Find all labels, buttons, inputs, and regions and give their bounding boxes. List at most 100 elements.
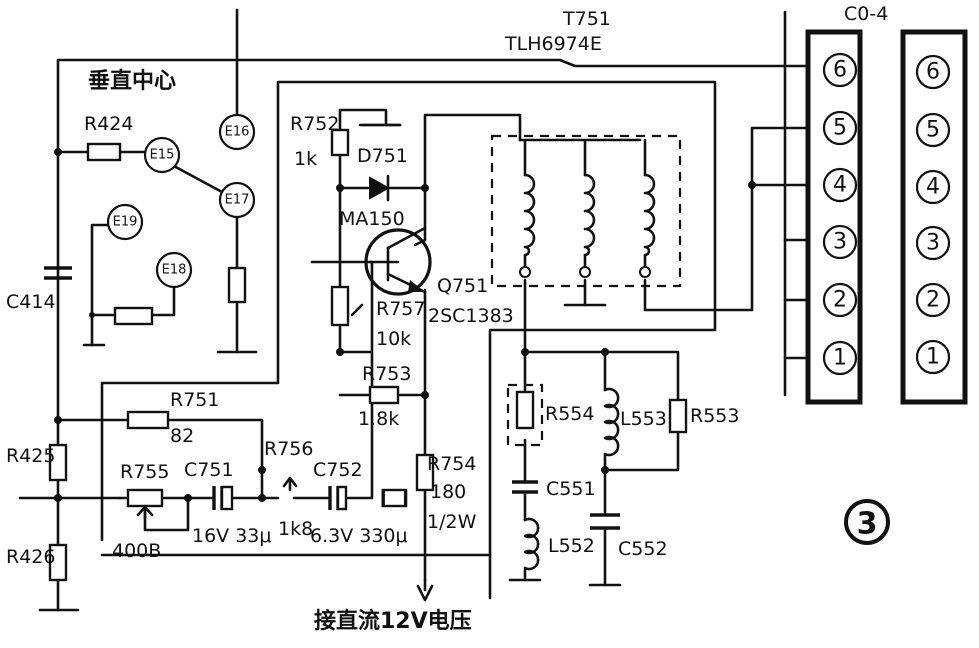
test-point-e16[interactable]: E16 xyxy=(218,113,256,151)
test-point-e17[interactable]: E17 xyxy=(218,181,256,219)
connector-pins-left: 6 5 4 3 2 1 xyxy=(822,52,858,376)
resistor-r753 xyxy=(368,385,400,405)
dashed-boundaries xyxy=(490,134,682,447)
connector-pins-right: 6 5 4 3 2 1 xyxy=(915,54,951,375)
test-point-e18[interactable]: E18 xyxy=(155,251,193,289)
resistor-r752 xyxy=(330,128,350,157)
label-r756: R756 xyxy=(264,438,313,460)
inductor-l552 xyxy=(523,517,540,571)
resistors xyxy=(48,128,688,582)
transformer-ref: T751 xyxy=(562,8,611,30)
inductors xyxy=(523,173,656,571)
label-q751: Q751 xyxy=(437,275,488,297)
svg-text:6: 6 xyxy=(926,60,940,85)
label-c752-value: 6.3V 330μ xyxy=(310,525,408,547)
r756-wiper-arrow xyxy=(282,476,298,488)
label-r753: R753 xyxy=(362,363,411,385)
coil-t751-c xyxy=(643,173,656,257)
svg-text:2: 2 xyxy=(926,288,940,313)
svg-text:2: 2 xyxy=(833,288,847,313)
svg-text:E15: E15 xyxy=(150,148,175,163)
svg-text:4: 4 xyxy=(833,173,847,198)
label-r754-value: 180 xyxy=(430,481,466,503)
resistor-e17-load xyxy=(227,266,247,304)
junction-dots xyxy=(54,148,756,502)
label-r757-value: 10k xyxy=(376,328,411,350)
label-r751: R751 xyxy=(170,389,219,411)
svg-text:5: 5 xyxy=(926,118,940,143)
label-r425: R425 xyxy=(6,445,55,467)
svg-text:E18: E18 xyxy=(162,263,187,278)
resistor-r426 xyxy=(48,543,68,582)
label-r756-value: 1k8 xyxy=(278,518,313,540)
label-r753-value: 1.8k xyxy=(358,408,399,430)
svg-text:5: 5 xyxy=(833,116,847,141)
ground-symbols xyxy=(360,123,434,602)
label-r757: R757 xyxy=(376,298,425,320)
svg-text:6: 6 xyxy=(833,58,847,83)
vertical-center-label: 垂直中心 xyxy=(88,68,176,94)
label-c751-value: 16V 33μ xyxy=(192,525,271,547)
coil-t751-b xyxy=(583,173,596,257)
resistor-r751 xyxy=(126,410,170,430)
labels: 垂直中心 T751 TLH6974E C0-4 R424 C414 R425 R… xyxy=(6,3,888,634)
label-c551: C551 xyxy=(546,478,596,500)
test-point-e19[interactable]: E19 xyxy=(106,203,144,241)
dc-12v-label: 接直流12V电压 xyxy=(314,608,472,634)
capacitor-c551 xyxy=(512,480,538,494)
label-r754-rating: 1/2W xyxy=(427,511,477,533)
diode-d751 xyxy=(369,174,391,202)
label-c552: C552 xyxy=(618,538,668,560)
label-l553: L553 xyxy=(620,408,667,430)
svg-text:1: 1 xyxy=(926,345,940,370)
figure-number: 3 xyxy=(844,499,890,545)
label-r755-value: 400B xyxy=(112,540,161,562)
label-q751-part: 2SC1383 xyxy=(428,305,514,327)
resistor-r757 xyxy=(330,285,350,327)
label-r754: R754 xyxy=(427,453,476,475)
svg-text:4: 4 xyxy=(926,175,940,200)
svg-text:3: 3 xyxy=(926,231,940,256)
svg-text:E16: E16 xyxy=(225,125,250,140)
resistor-r553 xyxy=(668,398,688,434)
resistor-r554 xyxy=(515,390,535,430)
label-c414: C414 xyxy=(6,291,56,313)
label-r553: R553 xyxy=(690,405,739,427)
test-point-e15[interactable]: E15 xyxy=(143,136,181,174)
label-r426: R426 xyxy=(6,546,55,568)
resistor-r425 xyxy=(48,443,68,482)
resistor-e18-branch xyxy=(113,306,154,326)
svg-text:3: 3 xyxy=(833,230,847,255)
resistor-r755 xyxy=(126,488,164,508)
label-r752-value: 1k xyxy=(294,148,317,170)
svg-text:1: 1 xyxy=(833,346,847,371)
capacitor-c414 xyxy=(44,266,72,280)
coil-t751-a xyxy=(523,173,536,257)
label-l552: L552 xyxy=(548,535,595,557)
transformer-part: TLH6974E xyxy=(504,33,602,55)
resistor-r754 xyxy=(415,453,435,492)
svg-text:3: 3 xyxy=(857,507,878,542)
svg-text:E19: E19 xyxy=(113,215,138,230)
label-c752: C752 xyxy=(313,459,363,481)
resistor-r756 xyxy=(381,488,408,508)
capacitor-c752 xyxy=(328,486,340,510)
transistor-q751 xyxy=(364,226,432,296)
label-r755: R755 xyxy=(120,461,169,483)
connector-ref: C0-4 xyxy=(844,3,888,25)
label-r424: R424 xyxy=(84,113,133,135)
capacitor-c552 xyxy=(590,513,620,530)
label-c751: C751 xyxy=(184,459,234,481)
capacitors xyxy=(44,266,620,530)
label-r554: R554 xyxy=(545,403,594,425)
wires xyxy=(18,8,832,612)
r755-wiper-arrow xyxy=(136,505,154,517)
label-d751-part: MA150 xyxy=(339,208,405,230)
svg-text:E17: E17 xyxy=(225,193,250,208)
connector-block-left xyxy=(805,29,863,405)
resistor-r424 xyxy=(86,142,122,162)
label-r751-value: 82 xyxy=(170,425,194,447)
label-d751: D751 xyxy=(357,145,408,167)
inductor-l553 xyxy=(603,387,620,457)
